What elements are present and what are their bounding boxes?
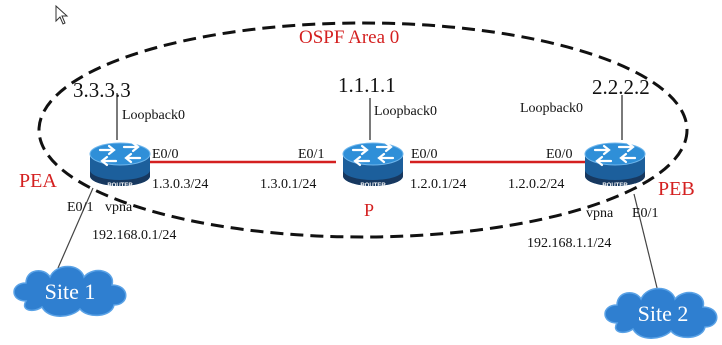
ip-label-p-link1: 1.3.0.1/24 [260, 177, 316, 192]
router-p[interactable]: ROUTER [341, 141, 405, 189]
interface-label-pea-e00: E0/0 [152, 147, 178, 162]
ip-label-pea-link: 1.3.0.3/24 [152, 177, 208, 192]
router-pea[interactable]: ROUTER [88, 141, 152, 189]
interface-label-pea-e01: E0/1 [67, 200, 93, 215]
vpn-label-pea: vpna [105, 200, 133, 215]
router-icon [341, 141, 405, 188]
ip-label-p-link2: 1.2.0.1/24 [410, 177, 466, 192]
ospf-area-boundary [37, 21, 689, 239]
access-link-site2 [633, 193, 661, 301]
ip-label-peb-link: 1.2.0.2/24 [508, 177, 564, 192]
router-name-p: P [364, 200, 374, 220]
router-body-label: ROUTER [360, 183, 386, 189]
site-2-label: Site 2 [638, 301, 689, 326]
router-icon [583, 141, 647, 188]
router-peb[interactable]: ROUTER [583, 141, 647, 189]
cursor-icon [55, 4, 69, 25]
router-icon [88, 141, 152, 188]
interface-label-peb-e01: E0/1 [632, 206, 658, 221]
router-name-peb: PEB [658, 178, 695, 200]
loopback-label-p: Loopback0 [374, 104, 437, 119]
router-id-pea: 3.3.3.3 [73, 78, 131, 102]
ip-label-site1: 192.168.0.1/24 [92, 228, 176, 243]
site-1-cloud[interactable]: Site 1 [13, 265, 127, 318]
loopback-label-peb: Loopback0 [520, 101, 583, 116]
interface-label-peb-e00: E0/0 [546, 147, 572, 162]
interface-label-p-e01: E0/1 [298, 147, 324, 162]
ospf-area-label: OSPF Area 0 [299, 27, 399, 48]
ip-label-site2: 192.168.1.1/24 [527, 236, 611, 251]
router-body-label: ROUTER [107, 183, 133, 189]
router-id-peb: 2.2.2.2 [592, 75, 650, 99]
access-link-site1 [57, 187, 94, 269]
interface-label-p-e00: E0/0 [411, 147, 437, 162]
loopback-label-pea: Loopback0 [122, 108, 185, 123]
router-id-p: 1.1.1.1 [338, 73, 396, 97]
site-1-label: Site 1 [45, 279, 96, 304]
router-body-label: ROUTER [602, 183, 628, 189]
router-name-pea: PEA [19, 170, 57, 192]
site-2-cloud[interactable]: Site 2 [604, 287, 718, 340]
vpn-label-peb: vpna [586, 206, 614, 221]
